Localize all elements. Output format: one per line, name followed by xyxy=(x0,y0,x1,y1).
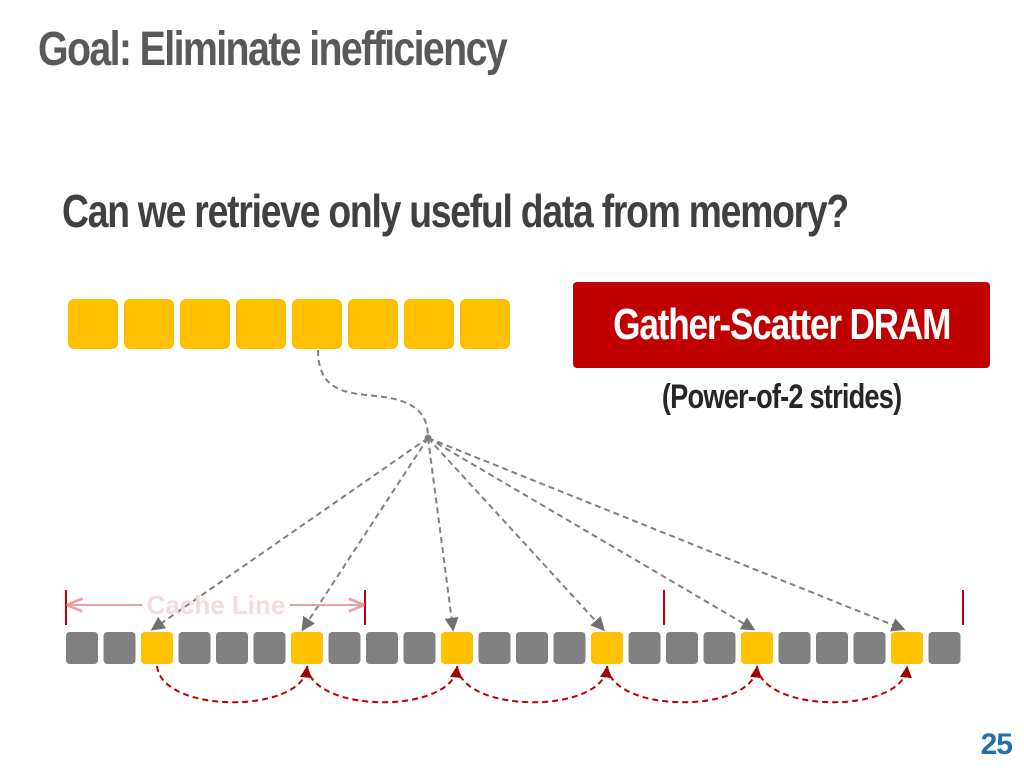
memory-cell xyxy=(628,632,661,664)
gathered-value-4 xyxy=(236,299,286,349)
memory-cell xyxy=(853,632,886,664)
memory-cell xyxy=(816,632,848,664)
memory-cell xyxy=(403,632,436,664)
memory-cell xyxy=(666,632,698,664)
memory-cell-useful xyxy=(591,632,623,664)
memory-cell xyxy=(253,632,286,664)
gather-arrow-5 xyxy=(427,437,756,631)
cache-line-label: Cache Line xyxy=(147,590,286,620)
memory-cell xyxy=(103,632,136,664)
memory-cell-useful xyxy=(741,632,773,664)
question-heading: Can we retrieve only useful data from me… xyxy=(62,185,849,237)
stride-arrow-5 xyxy=(756,665,912,704)
memory-cell xyxy=(778,632,811,664)
gather-arrow-6 xyxy=(427,437,906,632)
stride-arrow-2 xyxy=(306,665,462,704)
stride-arrows xyxy=(156,665,912,704)
gathered-value-5 xyxy=(292,299,342,349)
power-of-2-strides-note: (Power-of-2 strides) xyxy=(573,378,990,417)
gather-arrow-4 xyxy=(427,437,605,632)
gathered-value-8 xyxy=(460,299,510,349)
slide-title: Goal: Eliminate inefficiency xyxy=(38,23,508,76)
memory-cell-useful xyxy=(291,632,323,664)
memory-cell xyxy=(478,632,511,664)
memory-cell xyxy=(178,632,211,664)
gather-arrow-1 xyxy=(150,437,429,631)
gather-arrow-3 xyxy=(427,437,459,632)
memory-cell-useful xyxy=(891,632,923,664)
gather-arrows xyxy=(150,349,906,632)
memory-row xyxy=(66,632,961,664)
cache-line-indicator: Cache Line xyxy=(65,590,964,625)
memory-cell-useful xyxy=(141,632,173,664)
stride-arrow-4 xyxy=(606,665,762,704)
memory-cell xyxy=(553,632,586,664)
memory-cell xyxy=(328,632,361,664)
gathered-value-row xyxy=(68,299,510,349)
gathered-value-7 xyxy=(404,299,454,349)
gather-link xyxy=(317,349,429,439)
memory-cell-useful xyxy=(441,632,473,664)
gathered-value-6 xyxy=(348,299,398,349)
memory-cell xyxy=(366,632,398,664)
stride-arrow-3 xyxy=(456,665,612,704)
memory-cell xyxy=(928,632,961,664)
stride-arrow-1 xyxy=(156,665,312,704)
gather-scatter-dram-label: Gather-Scatter DRAM xyxy=(612,300,951,349)
gather-scatter-dram-box: Gather-Scatter DRAM xyxy=(573,282,990,368)
gathered-value-3 xyxy=(180,299,230,349)
memory-cell xyxy=(516,632,548,664)
power-of-2-strides-label: (Power-of-2 strides) xyxy=(661,378,902,416)
gathered-value-1 xyxy=(68,299,118,349)
memory-cell xyxy=(66,632,98,664)
page-number: 25 xyxy=(980,728,1013,761)
gather-arrow-2 xyxy=(301,437,429,632)
memory-cell xyxy=(216,632,248,664)
gathered-value-2 xyxy=(124,299,174,349)
memory-cell xyxy=(703,632,736,664)
